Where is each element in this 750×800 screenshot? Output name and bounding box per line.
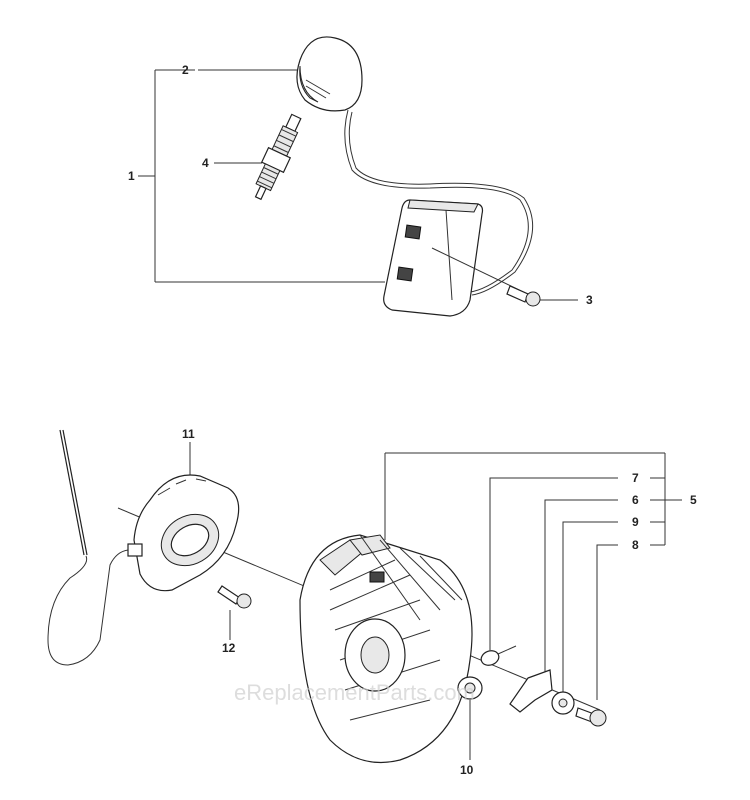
callout-1: 1 [128,169,135,183]
ring-7 [480,645,517,666]
callout-5: 5 [690,493,697,507]
sensor-ring [127,474,240,592]
ht-lead [344,109,529,293]
callout-10: 10 [460,763,474,777]
callout-9: 9 [632,515,639,529]
washer-9 [551,691,575,715]
sensor-wire [47,429,136,666]
callout-1-bracket [138,69,385,283]
spark-plug [254,113,302,201]
screw-8 [575,707,607,727]
callout-8: 8 [632,538,639,552]
callout-5-bracket [384,452,682,545]
callout-11: 11 [182,427,195,441]
sensor-screw-12 [217,585,252,609]
clip-6 [509,669,553,713]
ht-lead-outline [348,111,534,296]
module-screw-3 [431,247,541,307]
small-parts-leaders [489,477,665,700]
callout-2: 2 [182,63,189,77]
callout-3: 3 [586,293,593,307]
flywheel [299,534,473,764]
nut-10 [457,676,483,700]
spark-plug-boot [296,36,363,112]
watermark: eReplacementParts.com [234,680,475,705]
callout-7: 7 [632,471,639,485]
callout-4: 4 [202,156,209,170]
callout-12: 12 [222,641,236,655]
ignition-module [383,199,484,317]
callout-6: 6 [632,493,639,507]
